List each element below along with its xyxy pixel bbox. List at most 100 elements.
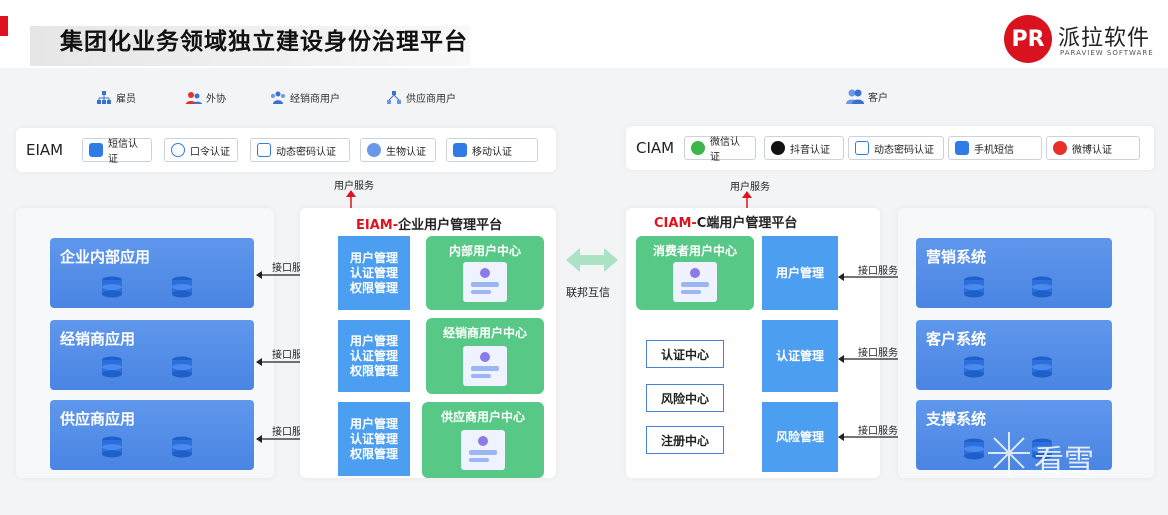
- org-tree-icon: [97, 90, 111, 104]
- id-card-icon: [463, 262, 507, 302]
- page-title: 集团化业务领域独立建设身份治理平台: [60, 29, 468, 55]
- auth-chip-phone-sms: 手机短信: [948, 136, 1042, 160]
- ciam-platform-title: CIAM-C端用户管理平台: [654, 212, 797, 231]
- platform-title-rest: C端用户管理平台: [696, 216, 798, 231]
- database-icon: [100, 276, 124, 298]
- interface-service-label: 接口服务: [858, 426, 898, 437]
- sub-center-risk: 风险中心: [646, 384, 724, 412]
- id-card-icon: [463, 346, 507, 386]
- wechat-icon: [691, 141, 705, 155]
- database-icon: [100, 356, 124, 378]
- sub-center-register: 注册中心: [646, 426, 724, 454]
- center-label: 经销商用户中心: [442, 326, 527, 340]
- mgmt-line: 认证管理: [349, 431, 398, 446]
- database-icon: [962, 438, 986, 460]
- douyin-icon: [771, 141, 785, 155]
- watermark-text: 看雪: [1034, 444, 1094, 479]
- user-type-contractor: 外协: [186, 90, 226, 105]
- center-label: 内部用户中心: [448, 244, 521, 258]
- mgmt-line: 用户管理: [349, 416, 398, 431]
- center-internal-users: 内部用户中心: [426, 236, 544, 310]
- system-customer: 客户系统: [916, 320, 1112, 390]
- user-outline-icon: [171, 143, 185, 157]
- platform-title-rest: 企业用户管理平台: [398, 218, 503, 233]
- app-label: 企业内部应用: [60, 248, 151, 266]
- auth-chip-mobile: 移动认证: [446, 138, 538, 162]
- user-type-label: 客户: [868, 92, 888, 104]
- app-supplier: 供应商应用: [50, 400, 254, 470]
- database-icon: [1030, 438, 1054, 460]
- auth-chip-password: 口令认证: [164, 138, 238, 162]
- mgmt-line: 用户管理: [775, 265, 824, 280]
- auth-chip-label: 生物认证: [386, 146, 426, 158]
- system-label: 客户系统: [926, 330, 987, 348]
- database-icon: [1030, 356, 1054, 378]
- up-arrow-icon: [742, 191, 752, 210]
- auth-chip-label: 抖音认证: [790, 144, 830, 156]
- eiam-mgmt-block-1: 用户管理 认证管理 权限管理: [338, 236, 410, 310]
- user-type-distributor: 经销商用户: [270, 90, 340, 105]
- database-icon: [100, 436, 124, 458]
- eiam-user-service-label: 用户服务: [334, 181, 374, 192]
- ciam-user-service-label: 用户服务: [730, 182, 770, 193]
- mgmt-line: 权限管理: [349, 446, 398, 461]
- up-arrow-icon: [346, 190, 356, 209]
- auth-chip-weibo: 微博认证: [1046, 136, 1140, 160]
- eiam-platform-title: EIAM-企业用户管理平台: [356, 214, 502, 233]
- title-highlight: [30, 26, 470, 66]
- mgmt-line: 用户管理: [349, 250, 398, 265]
- app-distributor: 经销商应用: [50, 320, 254, 390]
- federation-label: 联邦互信: [566, 286, 610, 299]
- mgmt-line: 权限管理: [349, 280, 398, 295]
- user-type-customer: 客户: [846, 88, 888, 104]
- snowflake-watermark-icon: [988, 432, 1030, 474]
- weibo-icon: [1053, 141, 1067, 155]
- platform-title-prefix: CIAM-: [654, 216, 697, 231]
- database-icon: [962, 356, 986, 378]
- system-label: 营销系统: [926, 248, 987, 266]
- mgmt-line: 用户管理: [349, 333, 398, 348]
- auth-chip-otp-ciam: 动态密码认证: [848, 136, 944, 160]
- ciam-auth-bar: CIAM 微信认证 抖音认证 动态密码认证 手机短信 微博认证: [626, 126, 1154, 170]
- ciam-auth-mgmt: 认证管理: [762, 320, 838, 392]
- auth-chip-label: 微信认证: [710, 137, 740, 163]
- database-icon: [170, 276, 194, 298]
- auth-chip-label: 动态密码认证: [874, 144, 934, 156]
- network-icon: [387, 90, 401, 104]
- database-icon: [170, 436, 194, 458]
- auth-chip-label: 手机短信: [974, 144, 1014, 156]
- auth-chip-label: 动态密码认证: [276, 146, 336, 158]
- user-type-label: 供应商用户: [406, 94, 456, 105]
- user-type-label: 雇员: [116, 94, 136, 105]
- eiam-mgmt-block-3: 用户管理 认证管理 权限管理: [338, 402, 410, 476]
- interface-service-label: 接口服务: [272, 350, 312, 361]
- ciam-risk-mgmt: 风险管理: [762, 402, 838, 472]
- auth-chip-label: 移动认证: [472, 146, 512, 158]
- app-enterprise-internal: 企业内部应用: [50, 238, 254, 308]
- mobile-user-icon: [453, 143, 467, 157]
- auth-chip-wechat: 微信认证: [684, 136, 756, 163]
- center-distributor-users: 经销商用户中心: [426, 318, 544, 394]
- hand-touch-icon: [89, 143, 103, 157]
- ciam-user-mgmt: 用户管理: [762, 236, 838, 310]
- header-accent-mark: [0, 16, 8, 36]
- mgmt-line: 认证管理: [349, 265, 398, 280]
- sub-center-auth: 认证中心: [646, 340, 724, 368]
- group-icon: [271, 91, 285, 104]
- app-label: 经销商应用: [60, 330, 136, 348]
- center-label: 供应商用户中心: [440, 410, 525, 424]
- database-icon: [1030, 276, 1054, 298]
- system-label: 支撑系统: [926, 410, 987, 428]
- federation-arrow-icon: [566, 248, 618, 272]
- auth-chip-sms: 短信认证: [82, 138, 152, 165]
- chat-bubble-icon: [955, 141, 969, 155]
- interface-service-label: 接口服务: [858, 266, 898, 277]
- logo-text-cn: 派拉软件: [1058, 26, 1151, 51]
- mgmt-line: 认证管理: [775, 348, 824, 363]
- otp-icon: [257, 143, 271, 157]
- database-icon: [170, 356, 194, 378]
- database-icon: [962, 276, 986, 298]
- user-type-label: 经销商用户: [290, 94, 340, 105]
- users-icon: [186, 91, 202, 104]
- eiam-bar-label: EIAM: [26, 141, 64, 159]
